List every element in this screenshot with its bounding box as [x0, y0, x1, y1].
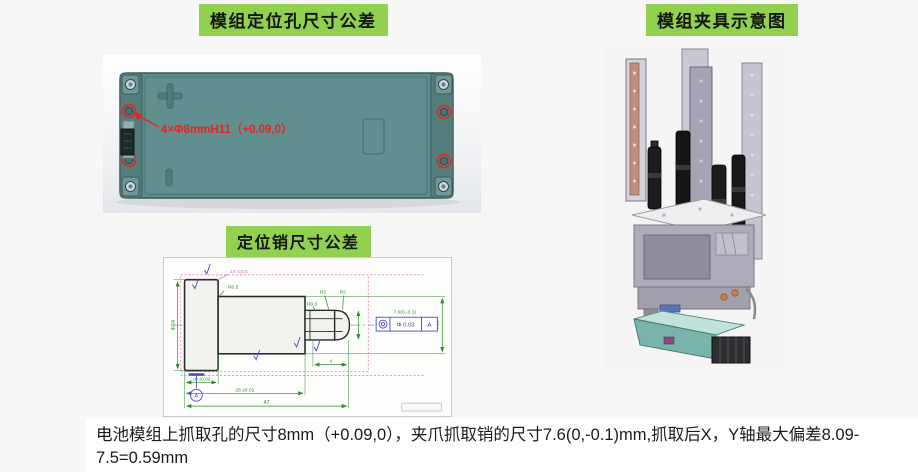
battery-module-drawing: 4×Φ8mmH11（+0.09,0）	[116, 72, 460, 209]
dim-total-length: 47	[264, 400, 270, 406]
annotation-leader-line	[138, 115, 160, 128]
surface-finish-symbols	[192, 263, 321, 361]
module-bracket-top	[122, 120, 135, 130]
concentricity-icon-inner	[380, 322, 386, 327]
fixture-figure	[604, 47, 786, 367]
fixture-gripped-module	[633, 310, 746, 360]
fixture-rail-left	[625, 58, 647, 202]
title-pin-tolerance: 定位销尺寸公差	[226, 226, 371, 257]
module-top-panel	[144, 76, 428, 195]
dimension-lines	[173, 279, 446, 409]
module-engraved-marks	[157, 83, 183, 187]
battery-module-figure: 4×Φ8mmH11（+0.09,0）	[103, 55, 481, 213]
fixture-lower-assembly	[637, 286, 757, 320]
concentricity-datum-ref: A	[427, 323, 431, 329]
fixture-actuators	[647, 130, 746, 270]
dim-fillet-tip: R0.5	[307, 301, 318, 307]
title-block-fragment	[401, 402, 442, 412]
title-module-hole-tolerance: 模组定位孔尺寸公差	[199, 4, 388, 36]
fixture-cad-drawing	[604, 47, 786, 367]
datum-a-symbol: A	[188, 373, 205, 402]
plate-hole	[698, 207, 702, 211]
dim-head-diameter: Φ24	[171, 320, 177, 330]
concentricity-icon	[378, 319, 388, 329]
dim-radius-tip-2: R2	[340, 290, 347, 296]
dim-tip-length: 4	[329, 359, 332, 365]
dim-fillet-head: R0.5	[228, 285, 239, 291]
pin-tip-slots	[305, 310, 343, 340]
fixture-gripper-block	[711, 336, 751, 364]
bottom-text-panel	[86, 418, 918, 472]
feature-control-frame: Φ 0.03 A	[375, 316, 438, 332]
hole-dimension-annotation: 4×Φ8mmH11（+0.09,0）	[161, 122, 293, 136]
concentricity-tolerance: Φ 0.03	[397, 323, 416, 329]
dim-radius-tip-1: R2	[320, 290, 327, 296]
pin-profile	[183, 278, 351, 372]
plate-hole	[730, 213, 734, 217]
module-corner-tabs	[121, 74, 453, 197]
dim-head-length: 10 ±0.02	[193, 376, 211, 381]
pin-drawing-figure: 10 ±0.02 28 ±0.01 47 4 Φ24 Φ15 R0.5 R0.5…	[163, 257, 452, 417]
dim-step-length: 28 ±0.01	[235, 387, 254, 393]
hole-annotation-group: 4×Φ8mmH11（+0.09,0）	[133, 111, 293, 136]
description-text: 电池模组上抓取孔的尺寸8mm（+0.09,0），夹爪抓取销的尺寸7.6(0,-0…	[96, 426, 860, 467]
chamfer-note: 1X C0.5	[217, 269, 248, 281]
module-grab-holes	[124, 106, 449, 166]
annotation-arrowhead	[133, 111, 143, 121]
chamfer-text: 1X C0.5	[230, 269, 248, 275]
hole-highlight-circles	[121, 103, 452, 169]
datum-a-label: A	[194, 394, 198, 400]
dim-tip-size: 7.6(0,-0.1)	[393, 309, 416, 315]
plate-hole	[662, 213, 666, 217]
module-vent-outline	[362, 118, 385, 155]
envelope-dashed-outline	[180, 274, 424, 376]
title-fixture-schematic: 模组夹具示意图	[646, 4, 798, 36]
fixture-frame-box	[633, 224, 755, 288]
pin-technical-drawing: 10 ±0.02 28 ±0.01 47 4 Φ24 Φ15 R0.5 R0.5…	[171, 263, 446, 412]
module-connector	[120, 128, 135, 156]
